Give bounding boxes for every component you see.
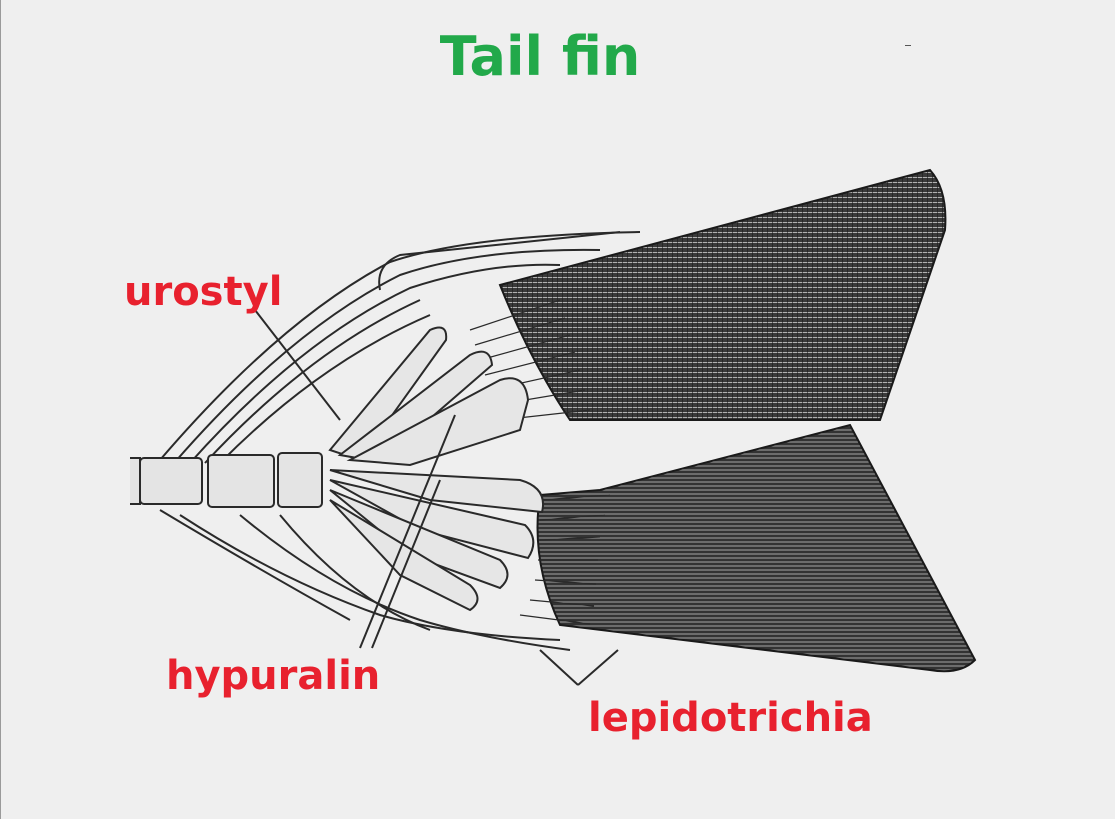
upper-hypural-plates [328,326,530,467]
caudal-vertebrae [130,452,323,508]
corner-mark [905,45,911,46]
upper-fin-lobe [498,168,947,421]
label-hypuralin: hypuralin [166,653,381,699]
label-pointer-lines [254,309,619,686]
left-edge-line [0,0,1,819]
upper-procurrent-rays [159,231,641,464]
label-urostyl: urostyl [124,269,283,315]
label-lepidotrichia: lepidotrichia [588,695,873,741]
lower-procurrent-rays [159,509,571,651]
diagram-title: Tail fin [439,25,641,88]
lower-ray-bases [519,494,611,625]
lower-fin-lobe [536,423,977,673]
